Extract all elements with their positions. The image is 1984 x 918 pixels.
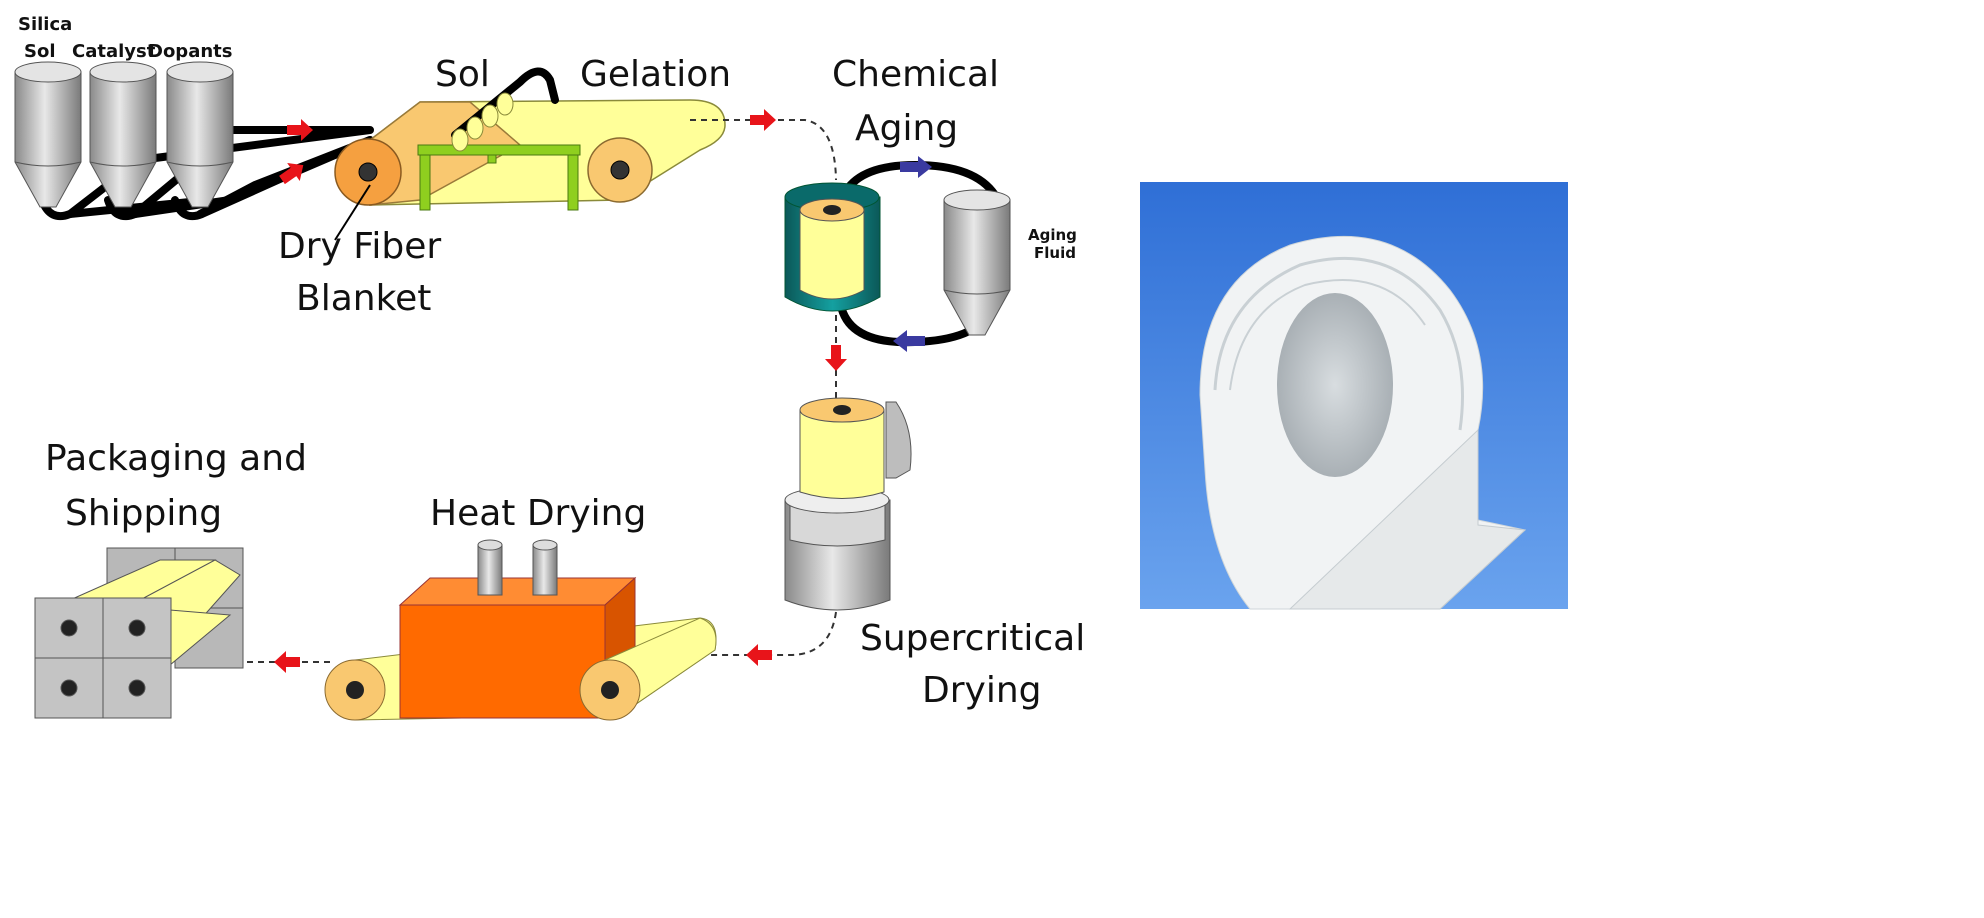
packaged-rolls <box>34 547 244 719</box>
sol-drops <box>451 92 514 152</box>
sol-pipe <box>451 67 559 139</box>
loop-arrow-icon <box>900 156 932 178</box>
supercritical-label: Supercritical <box>860 618 1085 659</box>
roller-core-icon <box>358 162 378 182</box>
packaging-label: Packaging and <box>45 438 307 479</box>
supercritical-dryer <box>784 397 912 611</box>
gelation-label: Gelation <box>580 54 731 95</box>
dopants-silo <box>166 61 234 208</box>
aerogel-blanket-photo <box>1140 182 1568 610</box>
chemical-label: Chemical <box>832 54 999 95</box>
flow-path <box>690 119 837 181</box>
aging-fluid-silo <box>943 189 1011 336</box>
shipping-label: Shipping <box>65 493 222 534</box>
sol-label: Sol <box>435 54 490 95</box>
roller-core-icon <box>601 681 619 699</box>
dry-fiber-label: Dry Fiber <box>278 226 441 267</box>
gelation-table <box>417 144 581 211</box>
aging-fluid-label: Aging <box>1028 226 1077 244</box>
catalyst-label: Catalyst <box>72 41 156 62</box>
silica-sol-label-line2: Sol <box>24 41 56 62</box>
blanket-label: Blanket <box>296 278 431 319</box>
callout-line <box>334 184 371 241</box>
silica-sol-label: Silica <box>18 14 72 35</box>
flow-arrow-icon <box>274 651 300 673</box>
silica-sol-silo <box>14 61 82 208</box>
drying-label: Drying <box>922 670 1042 711</box>
aging-vessel <box>784 182 881 312</box>
catalyst-silo <box>89 61 157 208</box>
loop-arrow-icon <box>893 330 925 352</box>
flow-arrow-icon <box>750 109 776 131</box>
feed-pipe-dopants <box>196 136 374 218</box>
roller-core-icon <box>346 681 364 699</box>
heat-drying-label: Heat Drying <box>430 493 646 534</box>
roller-core-icon <box>610 160 630 180</box>
flow-arrow-icon <box>746 644 772 666</box>
flow-arrow-icon <box>825 345 847 371</box>
heat-oven <box>398 539 637 720</box>
dopants-label: Dopants <box>148 41 232 62</box>
aging-label: Aging <box>855 108 958 149</box>
flow-path <box>700 611 837 656</box>
aging-fluid-label-line2: Fluid <box>1034 244 1076 262</box>
